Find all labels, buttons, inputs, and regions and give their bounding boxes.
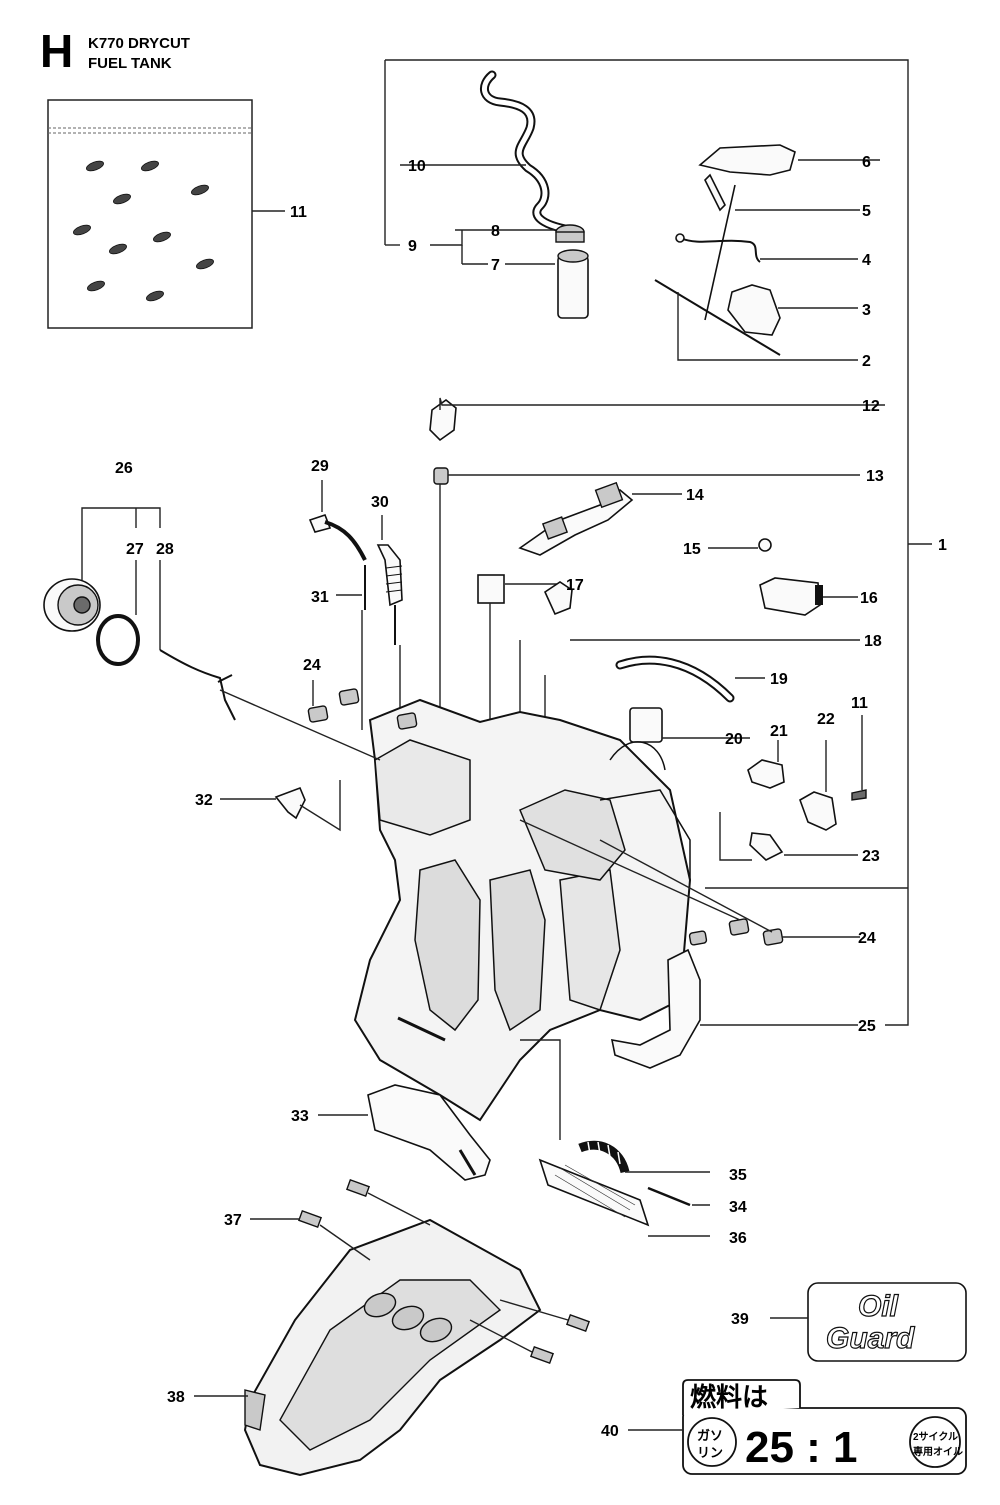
callout-39: 39 xyxy=(731,1311,749,1328)
callout-3: 3 xyxy=(862,302,871,319)
fuel-mix-heading: 燃料は xyxy=(690,1382,768,1412)
callout-36: 36 xyxy=(729,1230,747,1247)
callout-34: 34 xyxy=(729,1199,747,1216)
callout-24-a: 24 xyxy=(303,657,321,674)
callout-20: 20 xyxy=(725,731,743,748)
callout-30: 30 xyxy=(371,494,389,511)
callout-6: 6 xyxy=(862,154,871,171)
screw-bag xyxy=(47,99,285,329)
callout-7: 7 xyxy=(491,257,500,274)
fuel-hose-and-filter xyxy=(400,70,589,319)
assembly-title: FUEL TANK xyxy=(88,55,172,72)
callout-15: 15 xyxy=(683,541,701,558)
callout-14: 14 xyxy=(686,487,704,504)
callout-labels: 1 2 3 4 5 6 7 8 9 10 11 11 12 13 14 15 1… xyxy=(115,154,947,1440)
callout-26: 26 xyxy=(115,460,133,477)
callout-16: 16 xyxy=(860,590,878,607)
callout-1: 1 xyxy=(938,537,947,554)
badge-2cycle-1: 2サイクル xyxy=(913,1431,958,1443)
section-letter: H xyxy=(40,25,74,77)
clip-32 xyxy=(220,780,341,832)
fuel-mix-decal: 燃料は ガソ リン 25 : 1 2サイクル 専用オイル xyxy=(628,1379,967,1475)
fuel-cap-group xyxy=(43,507,236,721)
oil-guard-decal: Oil Guard xyxy=(770,1282,967,1362)
callout-31: 31 xyxy=(311,589,329,606)
callout-5: 5 xyxy=(862,203,871,220)
callout-4: 4 xyxy=(862,252,871,269)
callout-32: 32 xyxy=(195,792,213,809)
fuel-tank-body xyxy=(353,698,692,1122)
callout-24-b: 24 xyxy=(858,930,876,947)
callout-17: 17 xyxy=(566,577,584,594)
callout-13: 13 xyxy=(866,468,884,485)
throttle-parts xyxy=(654,144,880,361)
callout-22: 22 xyxy=(817,711,835,728)
callout-21: 21 xyxy=(770,723,788,740)
badge-gasoline-1: ガソ xyxy=(697,1428,723,1443)
callout-28: 28 xyxy=(156,541,174,558)
fuel-mix-ratio: 25 : 1 xyxy=(745,1423,858,1472)
badge-2cycle-2: 専用オイル xyxy=(913,1445,963,1458)
bottom-cover-38 xyxy=(194,1178,591,1477)
guard-33 xyxy=(318,1084,491,1181)
callout-10: 10 xyxy=(408,158,426,175)
callout-33: 33 xyxy=(291,1108,309,1125)
callout-8: 8 xyxy=(491,223,500,240)
callout-11: 11 xyxy=(290,204,307,221)
fuel-pickup-parts xyxy=(429,397,885,720)
small-parts-group xyxy=(477,481,867,861)
callout-12: 12 xyxy=(862,398,880,415)
callout-25: 25 xyxy=(858,1018,876,1035)
shield-36-group xyxy=(520,1039,710,1237)
callout-9: 9 xyxy=(408,238,417,255)
callout-38: 38 xyxy=(167,1389,185,1406)
callout-23: 23 xyxy=(862,848,880,865)
assembly-bracket-1 xyxy=(384,59,932,1026)
cover-25 xyxy=(610,948,858,1069)
badge-gasoline-2: リン xyxy=(697,1445,723,1460)
callout-18: 18 xyxy=(864,633,882,650)
callout-2: 2 xyxy=(862,353,871,370)
callout-11-b: 11 xyxy=(851,695,868,712)
callout-40: 40 xyxy=(601,1423,619,1440)
callout-35: 35 xyxy=(729,1167,747,1184)
oil-guard-line-1: Oil xyxy=(858,1290,899,1323)
callout-27: 27 xyxy=(126,541,144,558)
model-title: K770 DRYCUT xyxy=(88,35,190,52)
callout-37: 37 xyxy=(224,1212,242,1229)
oil-guard-line-2: Guard xyxy=(826,1322,915,1355)
callout-29: 29 xyxy=(311,458,329,475)
grommets-24 xyxy=(219,688,860,946)
callout-19: 19 xyxy=(770,671,788,688)
